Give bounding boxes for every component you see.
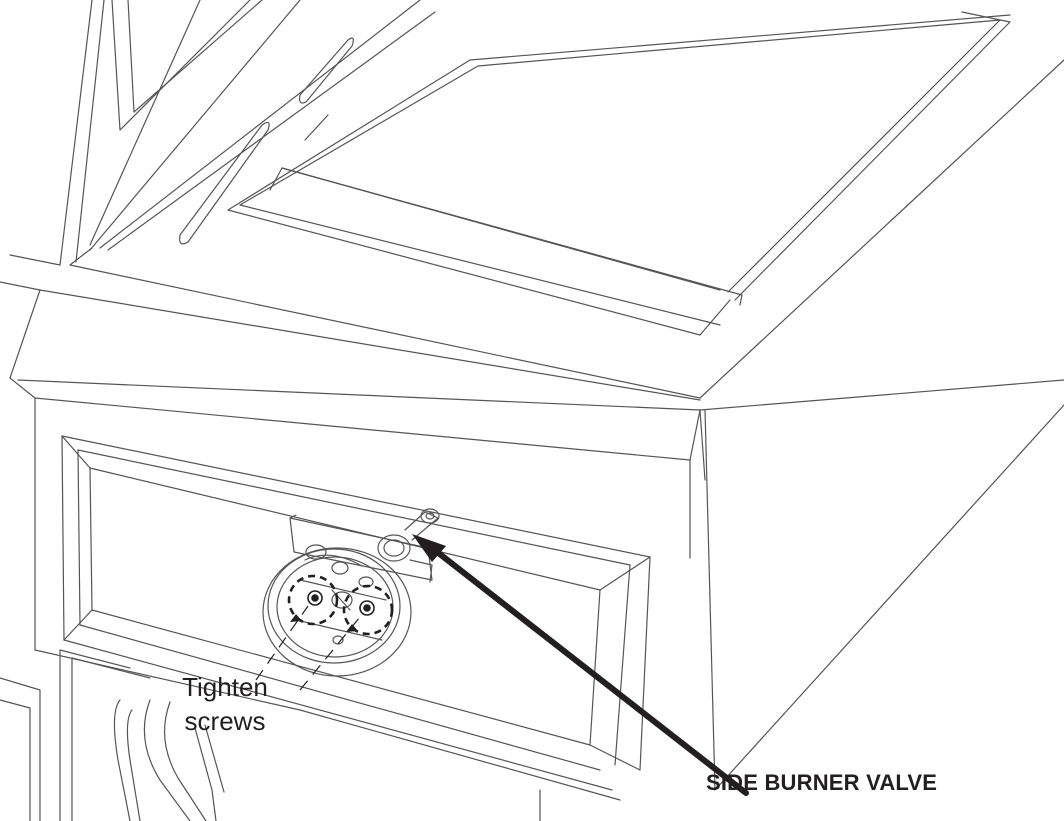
rotation-arrowheads <box>290 614 358 632</box>
shelf-top <box>0 59 1064 791</box>
rear-frame-structure <box>59 0 436 266</box>
tighten-rotation-indicators <box>287 574 394 636</box>
side-burner-valve-label: SIDE BURNER VALVE <box>706 770 938 795</box>
valve-pointer-arrow <box>412 534 749 796</box>
front-panel <box>34 435 651 821</box>
tighten-screws-label: Tighten screws <box>182 672 268 736</box>
top-lid <box>227 11 1011 336</box>
tighten-leader-lines <box>255 605 361 691</box>
screw-heads <box>307 590 375 616</box>
valve-assembly <box>262 508 440 677</box>
lower-cabinet <box>0 649 225 821</box>
